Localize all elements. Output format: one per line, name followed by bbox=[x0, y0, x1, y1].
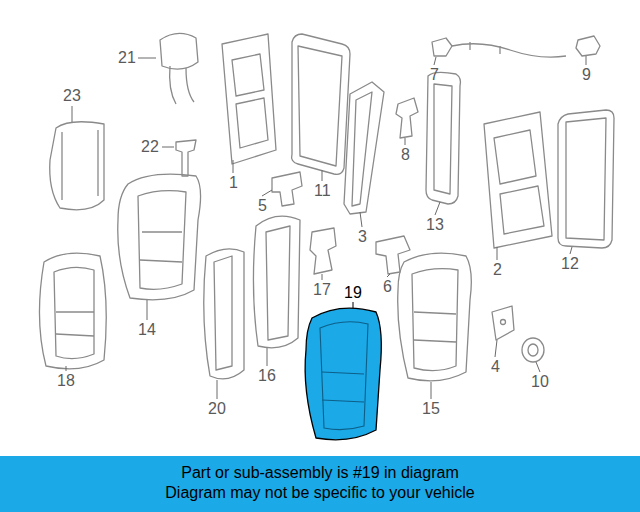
callout-number: 16 bbox=[258, 367, 276, 385]
callout-number: 21 bbox=[118, 49, 136, 67]
callout-number: 17 bbox=[313, 281, 331, 299]
band-text: Part or sub-assembly is #19 in diagram bbox=[0, 463, 640, 483]
callout-number: 6 bbox=[383, 278, 392, 296]
callout-number: 5 bbox=[258, 197, 267, 215]
callout-number: 10 bbox=[531, 373, 549, 391]
callout-number: 19 bbox=[344, 284, 362, 302]
callout-number: 13 bbox=[426, 216, 444, 234]
callout-number: 22 bbox=[141, 138, 159, 156]
callout-number: 1 bbox=[229, 174, 238, 192]
callout-number: 3 bbox=[358, 228, 367, 246]
callout-number: 15 bbox=[422, 400, 440, 418]
callout-number: 9 bbox=[582, 66, 591, 84]
callout-number: 20 bbox=[208, 400, 226, 418]
callout-number: 2 bbox=[493, 261, 502, 279]
callout-number: 4 bbox=[491, 358, 500, 376]
callout-number: 7 bbox=[430, 66, 439, 84]
callout-number: 14 bbox=[138, 321, 156, 339]
band-text: Diagram may not be specific to your vehi… bbox=[0, 483, 640, 503]
callout-number: 18 bbox=[57, 372, 75, 390]
callout-number: 11 bbox=[314, 182, 331, 200]
callout-number: 23 bbox=[63, 87, 81, 105]
callout-number: 8 bbox=[401, 146, 410, 164]
callout-number: 12 bbox=[561, 255, 579, 273]
caption-band: Part or sub-assembly is #19 in diagramDi… bbox=[0, 456, 640, 512]
